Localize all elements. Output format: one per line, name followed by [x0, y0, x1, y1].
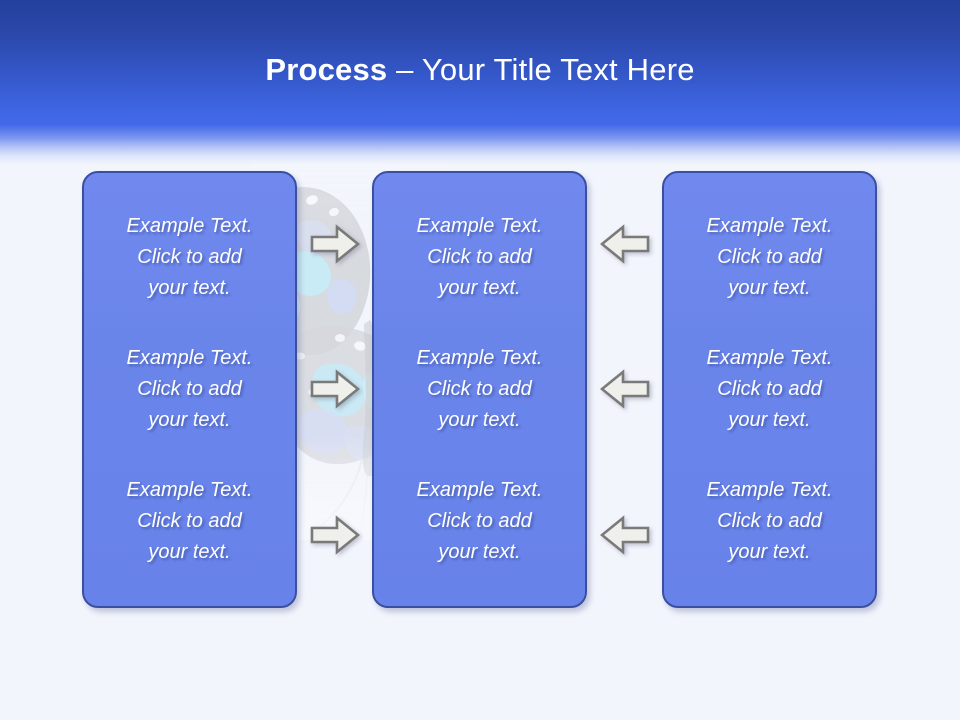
page-title-rest: – Your Title Text Here [387, 52, 695, 87]
arrow-left-icon [599, 367, 651, 411]
column-3-cell-1[interactable]: Example Text. Click to add your text. [706, 214, 833, 299]
page-title-bold: Process [265, 52, 388, 87]
header-band [0, 0, 960, 164]
arrow-right-icon [309, 222, 361, 266]
column-2-cell-3[interactable]: Example Text. Click to add your text. [416, 479, 543, 564]
process-column-3[interactable]: Example Text. Click to add your text. Ex… [662, 171, 877, 608]
column-1-cell-1[interactable]: Example Text. Click to add your text. [126, 214, 253, 299]
column-1-cell-3[interactable]: Example Text. Click to add your text. [126, 479, 253, 564]
arrow-left-icon [599, 513, 651, 557]
arrow-left-icon [599, 222, 651, 266]
arrow-group-left [297, 171, 372, 608]
column-1-cell-2[interactable]: Example Text. Click to add your text. [126, 346, 253, 431]
column-2-cell-1[interactable]: Example Text. Click to add your text. [416, 214, 543, 299]
column-2-cell-2[interactable]: Example Text. Click to add your text. [416, 346, 543, 431]
column-3-cell-3[interactable]: Example Text. Click to add your text. [706, 479, 833, 564]
arrow-right-icon [309, 367, 361, 411]
page-title: Process – Your Title Text Here [0, 50, 960, 90]
process-column-2[interactable]: Example Text. Click to add your text. Ex… [372, 171, 587, 608]
process-column-1[interactable]: Example Text. Click to add your text. Ex… [82, 171, 297, 608]
arrow-group-right [587, 171, 662, 608]
arrow-right-icon [309, 513, 361, 557]
column-3-cell-2[interactable]: Example Text. Click to add your text. [706, 346, 833, 431]
